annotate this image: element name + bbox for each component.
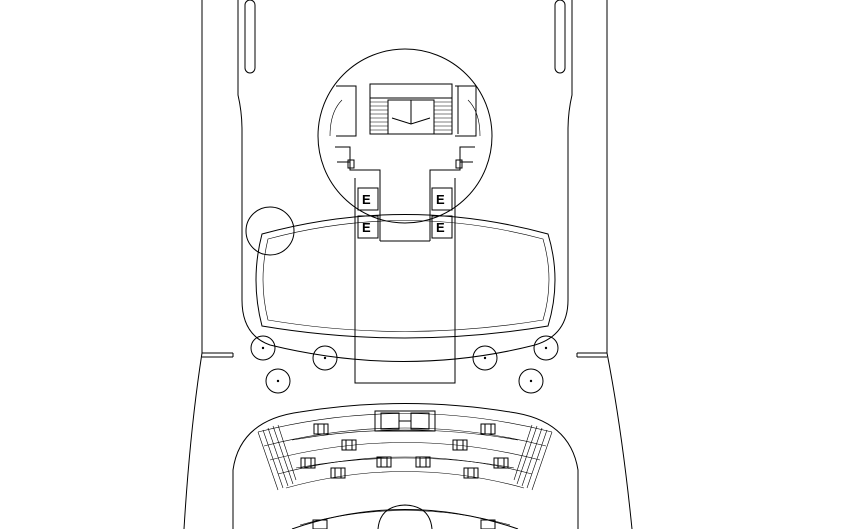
elevator-top-right: E bbox=[431, 187, 453, 211]
column bbox=[265, 368, 291, 394]
corridor bbox=[354, 178, 456, 384]
auditorium-seating bbox=[232, 403, 579, 529]
column bbox=[533, 335, 559, 361]
auditorium-outline bbox=[232, 403, 579, 529]
column bbox=[250, 335, 276, 361]
slot-left bbox=[244, 0, 256, 74]
elevator-label: E bbox=[362, 220, 371, 235]
elevator-bottom-left: E bbox=[357, 215, 379, 239]
slot-right bbox=[554, 0, 566, 74]
elevator-bottom-right: E bbox=[431, 215, 453, 239]
elevator-top-left: E bbox=[357, 187, 379, 211]
columns bbox=[250, 335, 559, 394]
outer-walls bbox=[183, 0, 633, 529]
inner-enclosure bbox=[237, 0, 573, 362]
stage-box bbox=[374, 410, 436, 432]
elevator-label: E bbox=[362, 192, 371, 207]
detail-callout-circle bbox=[245, 206, 295, 256]
elevator-label: E bbox=[436, 220, 445, 235]
column bbox=[518, 368, 544, 394]
circular-stair-hall bbox=[317, 48, 493, 224]
outer-wall-left-flare bbox=[183, 352, 203, 529]
outer-wall-right-flare bbox=[606, 352, 633, 529]
column bbox=[312, 345, 338, 371]
seat-markers bbox=[300, 423, 509, 529]
column bbox=[472, 345, 498, 371]
elevator-label: E bbox=[436, 192, 445, 207]
central-oval bbox=[255, 214, 556, 339]
